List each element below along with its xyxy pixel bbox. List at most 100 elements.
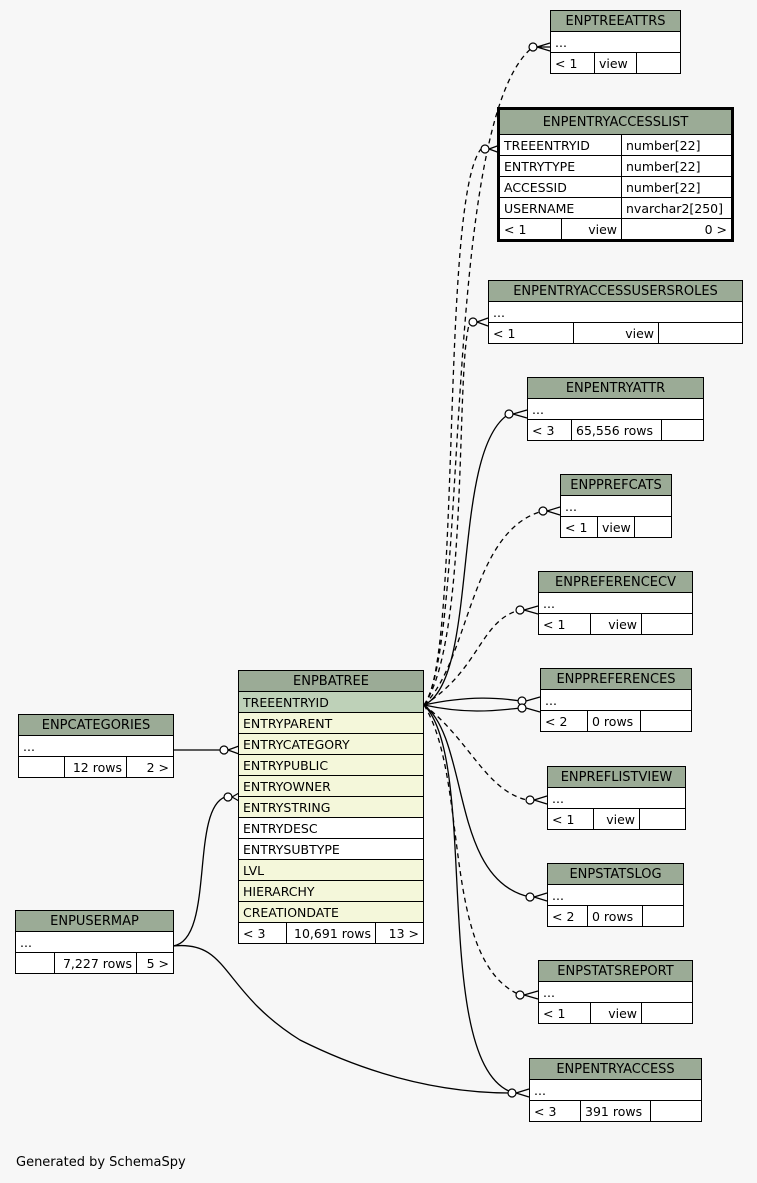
parents-count: < 1 bbox=[547, 808, 594, 830]
column-hierarchy[interactable]: HIERARCHY bbox=[238, 880, 424, 902]
column-entrydesc[interactable]: ENTRYDESC bbox=[238, 817, 424, 839]
children-count bbox=[634, 516, 672, 538]
table-title[interactable]: ENPSTATSREPORT bbox=[538, 960, 693, 982]
column-ellipsis: ... bbox=[539, 689, 693, 711]
column-entrycategory[interactable]: ENTRYCATEGORY bbox=[238, 733, 424, 755]
edge-enpentryaccess-tree bbox=[423, 704, 512, 1093]
edge-enpstatslog bbox=[423, 704, 531, 898]
column-username[interactable]: USERNAME bbox=[499, 197, 622, 219]
column-ellipsis: ... bbox=[538, 981, 693, 1003]
column-ellipsis: ... bbox=[17, 735, 175, 757]
table-title[interactable]: ENPENTRYACCESSUSERSROLES bbox=[487, 280, 744, 302]
column-entrysubtype[interactable]: ENTRYSUBTYPE bbox=[238, 838, 424, 860]
children-count bbox=[641, 905, 685, 927]
row-count: view bbox=[590, 613, 642, 635]
parents-count: < 1 bbox=[560, 516, 598, 538]
edge-enpentryaccessusersroles bbox=[423, 321, 471, 706]
table-title[interactable]: ENPREFLISTVIEW bbox=[546, 766, 687, 788]
children-count bbox=[641, 1002, 693, 1024]
column-type: number[22] bbox=[620, 176, 733, 198]
children-count bbox=[639, 710, 693, 732]
table-title[interactable]: ENPUSERMAP bbox=[14, 910, 175, 932]
parents-count: < 3 bbox=[238, 922, 287, 944]
row-count: 7,227 rows bbox=[54, 952, 137, 974]
children-count: 5 > bbox=[135, 952, 175, 974]
row-count: 391 rows bbox=[580, 1100, 651, 1122]
column-ellipsis: ... bbox=[527, 398, 704, 420]
parents-count: < 1 bbox=[538, 613, 591, 635]
row-count: view bbox=[573, 322, 659, 344]
edge-enppreferences-b bbox=[423, 704, 522, 712]
table-title[interactable]: ENPENTRYATTR bbox=[527, 377, 704, 399]
column-ellipsis: ... bbox=[560, 495, 672, 517]
parents-count: < 1 bbox=[550, 52, 595, 74]
column-ellipsis: ... bbox=[549, 31, 682, 53]
children-count bbox=[661, 419, 704, 441]
parents-count: < 3 bbox=[529, 1100, 581, 1122]
row-count: 0 rows bbox=[587, 710, 641, 732]
table-title[interactable]: ENPPREFERENCES bbox=[539, 668, 693, 690]
children-count bbox=[649, 1100, 703, 1122]
table-title[interactable]: ENPENTRYACCESS bbox=[528, 1058, 703, 1080]
edge-enpprefcats bbox=[423, 510, 544, 706]
edge-enpreflistview bbox=[423, 704, 528, 801]
table-title[interactable]: ENPENTRYACCESSLIST bbox=[498, 109, 733, 135]
edge-enpusermap-access bbox=[172, 944, 513, 1094]
edge-enpentryattr bbox=[423, 413, 510, 706]
edge-enppreferences-a bbox=[423, 697, 522, 706]
parents-count: < 2 bbox=[540, 710, 588, 732]
column-ellipsis: ... bbox=[487, 301, 744, 323]
column-entrypublic[interactable]: ENTRYPUBLIC bbox=[238, 754, 424, 776]
parents-count: < 1 bbox=[538, 1002, 591, 1024]
parents-count: < 1 bbox=[488, 322, 574, 344]
children-count: 2 > bbox=[125, 756, 175, 778]
table-title[interactable]: ENPBATREE bbox=[238, 670, 424, 692]
edge-enpstatsreport bbox=[423, 704, 521, 996]
row-count: 65,556 rows bbox=[571, 419, 662, 441]
column-treeentryid[interactable]: TREEENTRYID bbox=[238, 691, 424, 713]
children-count: 0 > bbox=[620, 218, 733, 240]
column-type: nvarchar2[250] bbox=[620, 197, 733, 219]
column-entrystring[interactable]: ENTRYSTRING bbox=[238, 796, 424, 818]
table-title[interactable]: ENPCATEGORIES bbox=[17, 714, 175, 736]
table-title[interactable]: ENPPREFCATS bbox=[560, 474, 672, 496]
column-entryparent[interactable]: ENTRYPARENT bbox=[238, 712, 424, 734]
table-title[interactable]: ENPTREEATTRS bbox=[549, 10, 682, 32]
row-count: 0 rows bbox=[587, 905, 643, 927]
column-ellipsis: ... bbox=[546, 884, 685, 906]
column-treeentryid[interactable]: TREEENTRYID bbox=[499, 134, 622, 156]
column-lvl[interactable]: LVL bbox=[238, 859, 424, 881]
edge-enptreeattrs bbox=[423, 46, 534, 706]
row-count: 10,691 rows bbox=[286, 922, 376, 944]
column-ellipsis: ... bbox=[14, 931, 175, 953]
column-accessid[interactable]: ACCESSID bbox=[499, 176, 622, 198]
table-enpbatree[interactable]: ENPBATREE TREEENTRYID ENTRYPARENT ENTRYC… bbox=[238, 670, 424, 944]
column-creationdate[interactable]: CREATIONDATE bbox=[238, 901, 424, 923]
column-type: number[22] bbox=[620, 155, 733, 177]
table-title[interactable]: ENPSTATSLOG bbox=[546, 863, 685, 885]
row-count: view bbox=[594, 52, 637, 74]
children-count bbox=[635, 52, 682, 74]
column-entryowner[interactable]: ENTRYOWNER bbox=[238, 775, 424, 797]
row-count: 12 rows bbox=[64, 756, 127, 778]
row-count: view bbox=[597, 516, 635, 538]
table-title[interactable]: ENPREFERENCECV bbox=[537, 571, 694, 593]
column-entrytype[interactable]: ENTRYTYPE bbox=[499, 155, 622, 177]
children-count bbox=[638, 808, 687, 830]
children-count bbox=[657, 322, 744, 344]
edge-enpentryaccesslist bbox=[423, 148, 482, 706]
